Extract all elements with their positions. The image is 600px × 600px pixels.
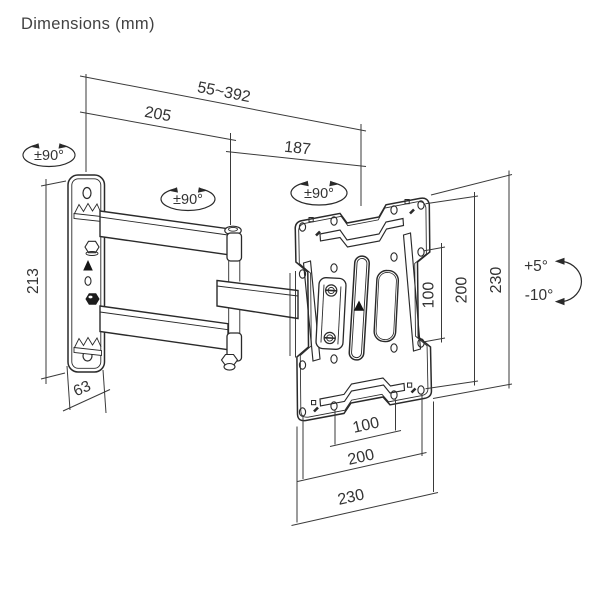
up-arrow-marker-vesa-plate [353, 300, 365, 311]
dim-label-213: 213 [25, 268, 42, 294]
swivel-label-mid: ±90° [173, 192, 203, 208]
dim-label-200-horizontal: 200 [346, 446, 376, 468]
page-title: Dimensions (mm) [21, 15, 155, 33]
arm-to-plate [216, 271, 299, 358]
wall-plate [67, 174, 106, 373]
rib-top [319, 217, 405, 248]
dimension-vesa-vertical [424, 170, 513, 399]
rib-bottom [319, 377, 406, 407]
dimension-wall-plate [40, 179, 111, 414]
up-arrow-marker-wall-plate [83, 260, 93, 271]
swivel-rotation-icon-mid: ±90° [160, 187, 216, 212]
dim-label-200-vertical: 200 [454, 277, 471, 304]
dimension-vesa-horizontal [291, 394, 439, 526]
top-extension-lines [79, 74, 367, 225]
arm-bar-bottom [99, 305, 229, 351]
dim-label-230-horizontal: 230 [336, 486, 366, 508]
hinge-knuckle-top [226, 232, 243, 262]
center-rail-slot [348, 255, 370, 361]
locking-bolt-bottom [85, 293, 100, 305]
locking-bolt-top [84, 240, 100, 254]
swivel-rotation-icon-plate: ±90° [290, 180, 348, 206]
corner-detail-marks [308, 199, 417, 413]
vesa-hole-grid [298, 200, 425, 417]
vesa-plate [294, 197, 433, 422]
rib-right [402, 232, 422, 352]
tilt-arrow-icon: +5° -10° [524, 257, 583, 306]
rotation-indicators: ±90° ±90° ±90° +5° -10° [22, 143, 583, 306]
dim-label-extension-range: 55~392 [196, 79, 252, 106]
dim-label-230-vertical: 230 [488, 267, 505, 294]
pivot-column [220, 225, 243, 371]
swivel-label-wall: ±90° [34, 148, 64, 164]
wall-plate-hole-middle [84, 276, 92, 286]
spring-clamp-bottom [74, 336, 102, 348]
dim-label-100-horizontal: 100 [351, 414, 381, 436]
dim-label-63: 63 [71, 378, 94, 401]
swivel-label-plate: ±90° [304, 186, 334, 202]
tilt-down-label: -10° [525, 287, 554, 304]
dim-label-205: 205 [143, 104, 172, 126]
rib-left [302, 260, 321, 362]
articulating-arm [99, 210, 229, 351]
stiffening-ribs [302, 217, 422, 407]
handle-cutout [373, 269, 400, 343]
arm-bar-rear [216, 279, 299, 320]
arm-bar-top [99, 210, 229, 256]
tilt-bracket [315, 277, 347, 350]
wall-plate-hole-top [82, 186, 92, 200]
dim-label-187: 187 [283, 139, 311, 159]
dim-label-100-vertical: 100 [421, 282, 438, 309]
swivel-rotation-icon-wall: ±90° [22, 143, 76, 168]
tilt-up-label: +5° [524, 258, 548, 275]
spring-clamp-top [74, 202, 102, 214]
